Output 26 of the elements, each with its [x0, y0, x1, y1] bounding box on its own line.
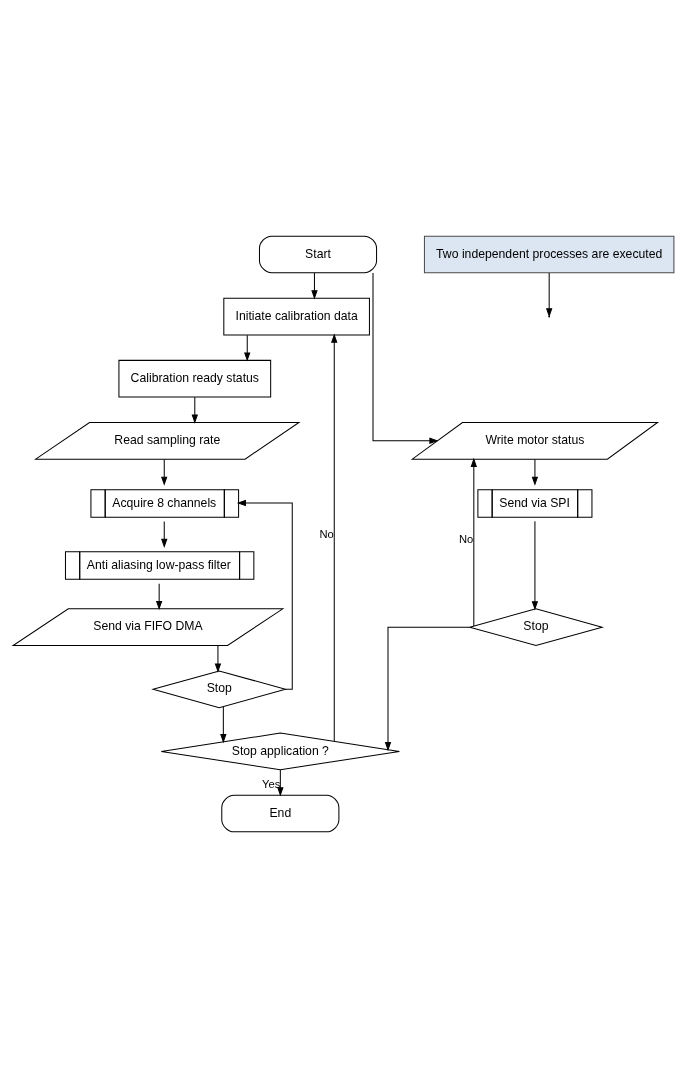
arrow	[191, 396, 198, 424]
arrow	[155, 583, 162, 611]
edge-label: No	[318, 528, 334, 541]
arrow	[219, 706, 227, 744]
node-box: Calibration ready status	[117, 359, 271, 398]
edge-label: Yes	[261, 777, 280, 790]
arrow	[276, 769, 284, 797]
arrow	[236, 499, 293, 690]
node-diamond: Stop	[150, 670, 287, 709]
node-box: Start	[258, 235, 377, 274]
arrow	[243, 334, 250, 362]
arrow	[531, 458, 538, 486]
node-box: End	[220, 794, 339, 833]
arrow	[310, 272, 318, 300]
arrow	[160, 521, 167, 548]
edge-label: No	[458, 533, 473, 545]
arrow	[214, 645, 221, 673]
arrow	[531, 520, 538, 611]
node-box: Initiate calibration data	[222, 297, 370, 336]
node-box: Two independent processes are executed	[423, 235, 674, 274]
arrow	[330, 333, 337, 742]
node-diamond: Stop	[467, 608, 604, 647]
arrow	[372, 272, 439, 445]
arrow	[470, 457, 477, 627]
arrow	[160, 458, 167, 486]
arrow	[384, 626, 470, 752]
